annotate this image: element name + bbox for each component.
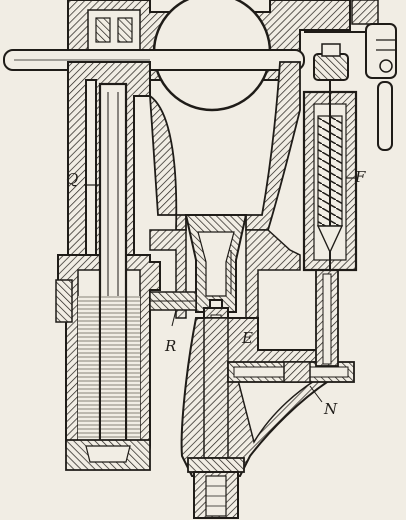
label-f: F [355,168,366,186]
slow-running-passage-n [227,361,355,403]
lever-fitting [304,0,397,151]
choke-tube [184,214,248,313]
label-r: R [165,337,177,355]
air-tube [315,269,339,367]
float-q [84,82,128,448]
label-n: N [324,400,338,418]
label-q: Q [66,170,79,188]
label-e: E [242,329,253,347]
throttle-spindle [3,49,305,71]
float-chamber-base [65,439,151,471]
jet-plug [187,457,245,519]
lower-body [180,317,331,477]
spring-housing-f [302,43,358,272]
jet-passage-r [149,291,197,327]
